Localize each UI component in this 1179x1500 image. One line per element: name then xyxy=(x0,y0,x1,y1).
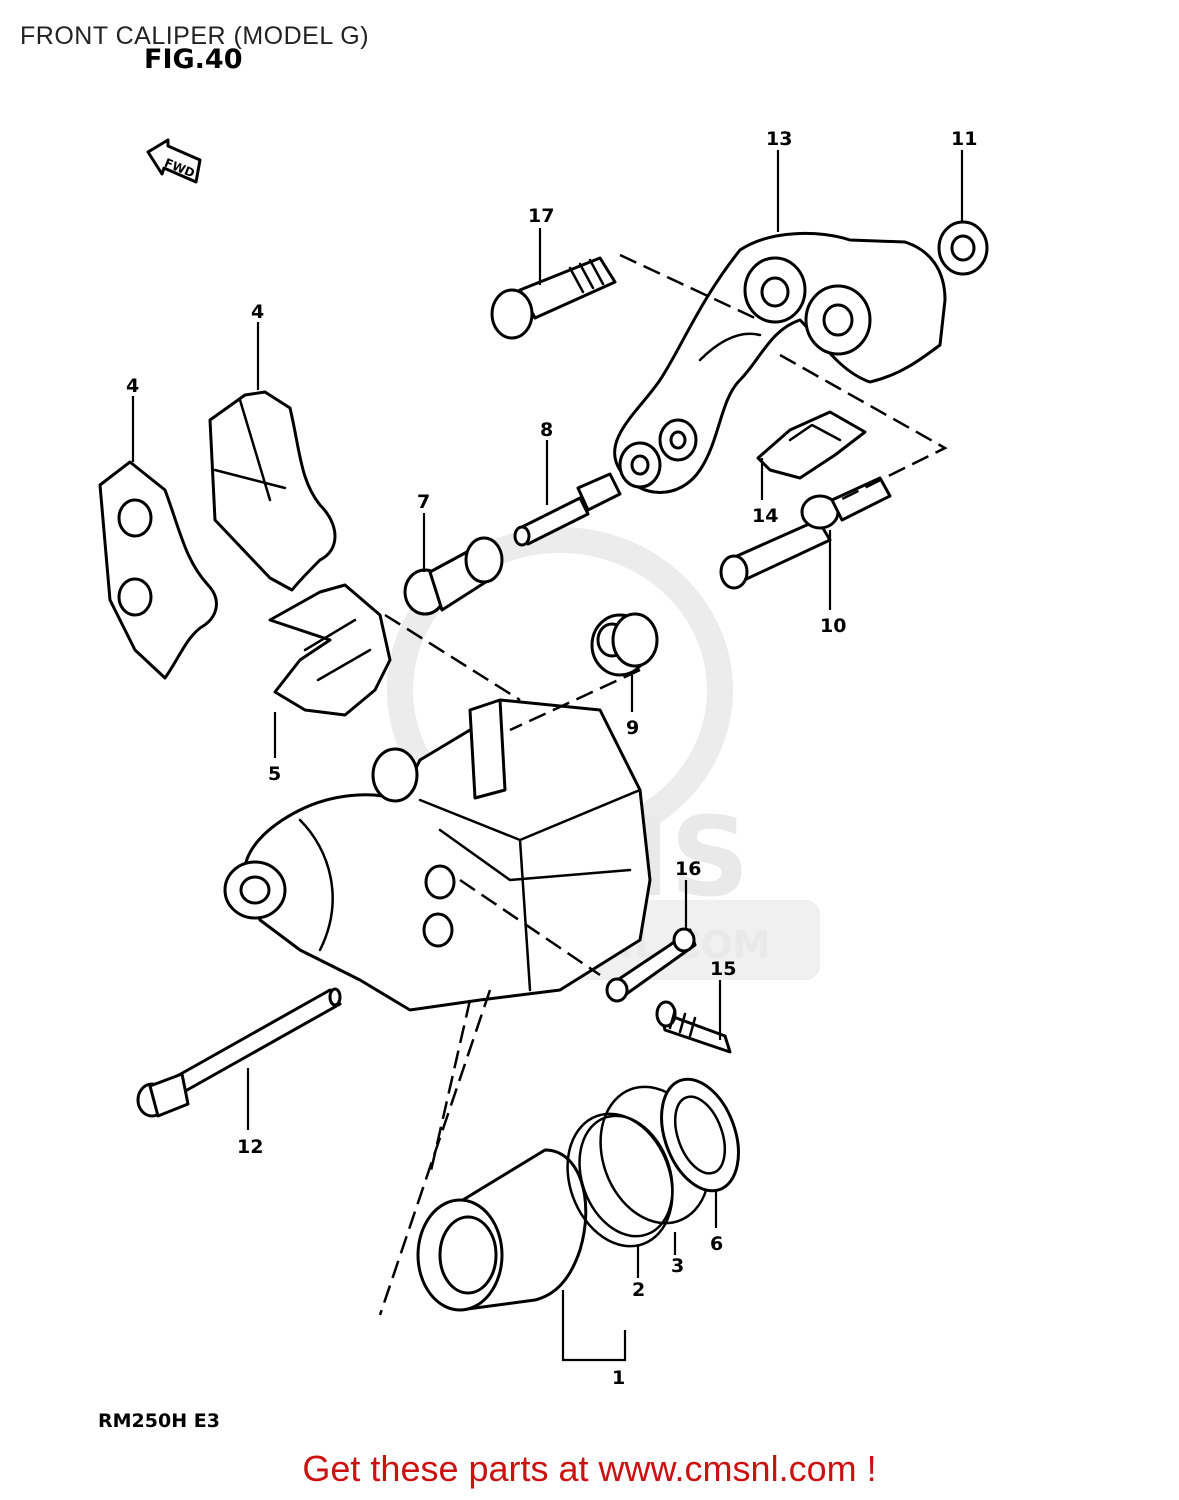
part-12-pad-pin xyxy=(136,987,342,1118)
part-4-brake-pad-left xyxy=(98,460,218,680)
part-15-bleeder xyxy=(655,1000,732,1054)
callout-4-right: 4 xyxy=(251,301,264,323)
part-13-caliper-holder xyxy=(613,232,947,494)
part-17-bolt xyxy=(490,256,617,340)
callout-9: 9 xyxy=(626,717,639,739)
part-14-spring xyxy=(756,410,867,480)
callout-2: 2 xyxy=(632,1279,645,1301)
callout-15: 15 xyxy=(710,958,736,980)
parts-link-banner[interactable]: Get these parts at www.cmsnl.com ! xyxy=(0,1448,1179,1490)
callout-13: 13 xyxy=(766,128,792,150)
callout-10: 10 xyxy=(820,615,846,637)
part-16-clip xyxy=(605,927,697,1003)
callout-1: 1 xyxy=(612,1367,625,1389)
callout-17: 17 xyxy=(528,205,554,227)
callout-5: 5 xyxy=(268,763,281,785)
part-6-piston-boot xyxy=(660,1077,740,1193)
callout-3: 3 xyxy=(671,1255,684,1277)
part-5-pad-spring xyxy=(268,583,392,717)
model-code: RM250H E3 xyxy=(98,1410,220,1432)
callouts: 13 11 17 4 4 8 7 14 10 9 5 16 15 12 6 3 … xyxy=(126,128,977,1389)
part-11-nut xyxy=(937,220,989,276)
figure-label: FIG.40 xyxy=(144,44,243,75)
part-4-brake-pad-right xyxy=(208,390,337,592)
page-title: FRONT CALIPER (MODEL G) xyxy=(20,22,370,50)
callout-6: 6 xyxy=(710,1233,723,1255)
part-8-slide-pin xyxy=(513,472,622,547)
part-9-boot xyxy=(590,612,659,677)
part-1-piston xyxy=(416,1148,588,1312)
callout-16: 16 xyxy=(675,858,701,880)
part-7-boot xyxy=(403,536,504,616)
part-10-slide-pin xyxy=(719,476,892,590)
callout-4-left: 4 xyxy=(126,375,139,397)
leader-lines xyxy=(131,150,964,1362)
forward-arrow-icon: FWD xyxy=(146,138,202,184)
callout-7: 7 xyxy=(417,491,430,513)
callout-12: 12 xyxy=(237,1136,263,1158)
callout-14: 14 xyxy=(752,505,778,527)
callout-8: 8 xyxy=(540,419,553,441)
callout-11: 11 xyxy=(951,128,977,150)
assembly-lines xyxy=(378,253,948,1316)
caliper-body xyxy=(223,698,652,1012)
parts-link-text[interactable]: Get these parts at www.cmsnl.com ! xyxy=(302,1448,877,1489)
